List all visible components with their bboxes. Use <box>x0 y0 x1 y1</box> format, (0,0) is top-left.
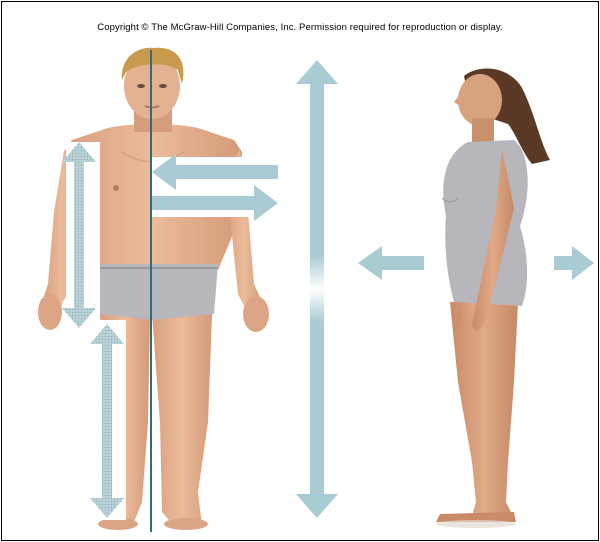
female-figure <box>436 69 550 528</box>
female-legs <box>450 302 518 516</box>
superior-inferior-arrow <box>296 60 338 518</box>
male-right-leg <box>152 314 212 526</box>
posterior-arrow <box>554 246 594 280</box>
anterior-arrow <box>358 246 424 280</box>
male-briefs <box>98 264 218 320</box>
